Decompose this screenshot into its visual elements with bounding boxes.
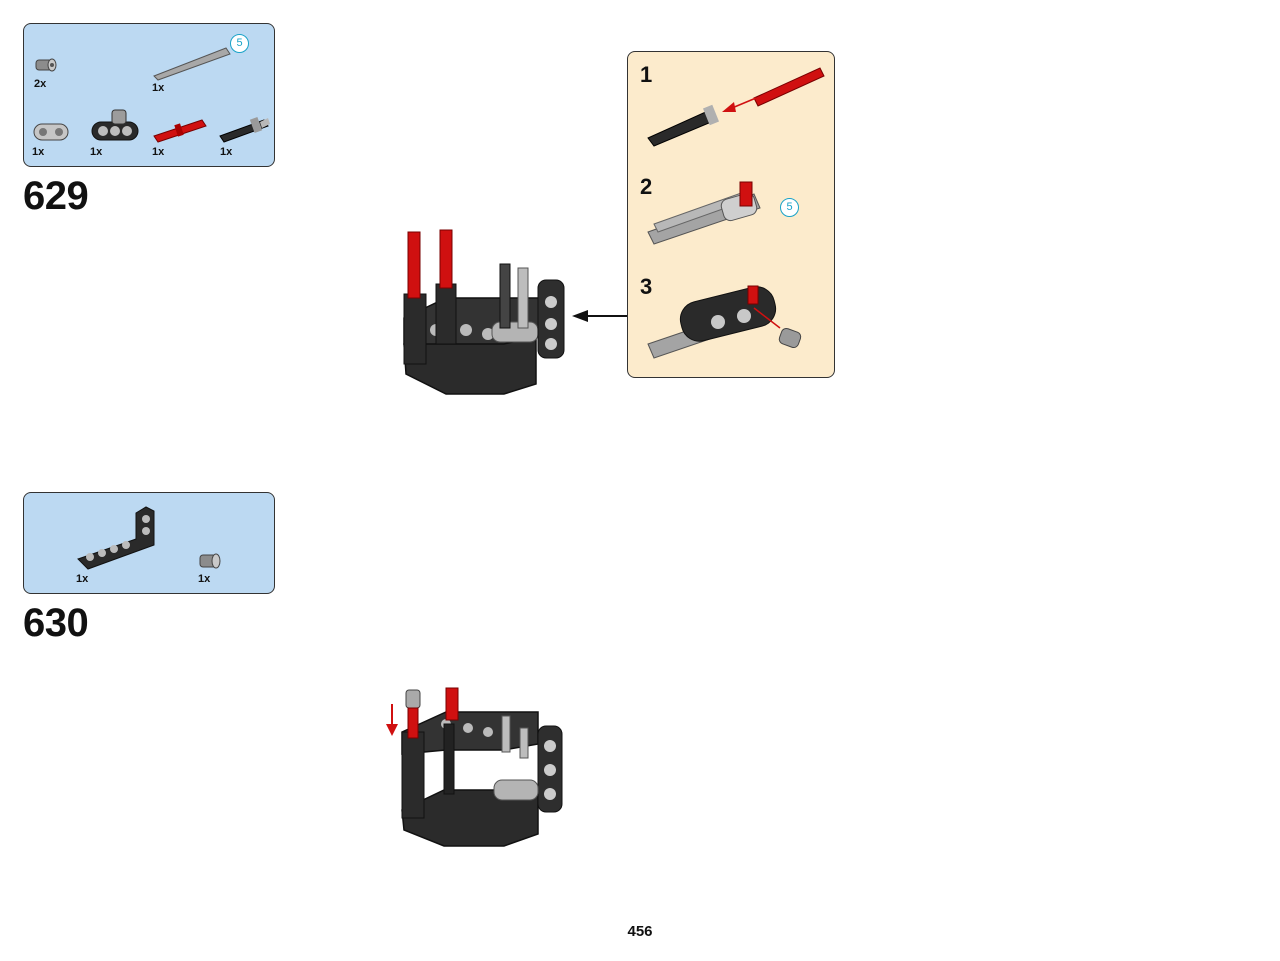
step-number-629: 629: [23, 174, 89, 218]
bush-qty-630: 1x: [198, 573, 211, 585]
axle-qty: 1x: [152, 82, 165, 94]
step-630-assembly: [386, 687, 563, 847]
page-number: 456: [627, 923, 653, 940]
black-beam-qty: 1x: [90, 146, 103, 158]
black-pin-qty: 1x: [220, 146, 233, 158]
black-l-beam-part-icon: [77, 506, 155, 570]
substep-2-illustration: [647, 181, 761, 245]
bush-part-icon: [199, 553, 221, 569]
substep-2-length-badge: 5: [780, 198, 799, 217]
red-pin-qty: 1x: [152, 146, 165, 158]
l-beam-qty: 1x: [76, 573, 89, 585]
grey-beam-part-icon: [33, 123, 69, 141]
bush-part-icon: [35, 58, 57, 72]
axle-length-badge: 5: [230, 34, 249, 53]
callout-arrow: [572, 310, 628, 322]
substeps-callout: 1 2 5 3: [627, 51, 835, 378]
step-number-630: 630: [23, 601, 89, 645]
substep-3-illustration: [647, 285, 802, 359]
grey-axle-part-icon: [153, 47, 231, 81]
step-629-assembly: [403, 229, 565, 395]
parts-box-630: 1x 1x: [23, 492, 275, 594]
substep-number-2: 2: [640, 174, 653, 199]
black-beam-part-icon: [91, 109, 139, 141]
grey-beam-qty: 1x: [32, 146, 45, 158]
substep-number-1: 1: [640, 62, 653, 87]
black-pin-part-icon: [219, 117, 270, 143]
red-axle-pin-part-icon: [153, 119, 207, 143]
parts-box-629: 2x 1x 5 1x 1x 1x 1x: [23, 23, 275, 167]
bush-qty: 2x: [34, 78, 47, 90]
substep-number-3: 3: [640, 274, 653, 299]
substep-1-illustration: [647, 67, 825, 147]
